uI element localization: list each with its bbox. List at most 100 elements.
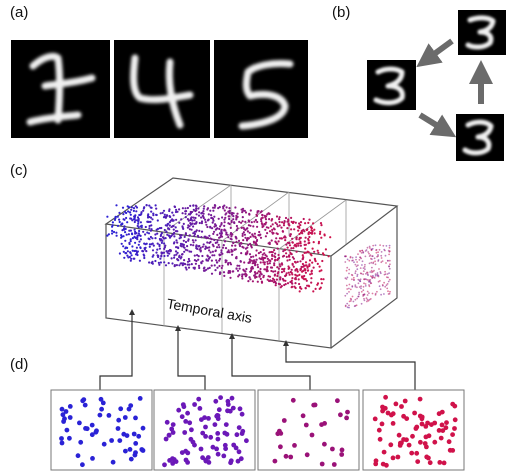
- event-point: [310, 277, 313, 280]
- event-point: [291, 241, 294, 244]
- event-point: [305, 279, 308, 282]
- event-point: [170, 257, 173, 260]
- event-point: [188, 263, 191, 266]
- event-point: [311, 261, 314, 264]
- event-point: [160, 226, 163, 230]
- event-point: [228, 212, 231, 215]
- event-point: [324, 248, 327, 251]
- event-point: [155, 207, 158, 210]
- event-point: [131, 233, 134, 236]
- digit-tile-3-top: [458, 10, 506, 55]
- projection-point: [386, 259, 389, 262]
- temporal-axis-label: Temporal axis: [165, 295, 253, 326]
- projection-point: [386, 283, 389, 285]
- projection-point: [344, 255, 346, 258]
- event-point: [142, 209, 145, 212]
- event-point: [313, 232, 316, 235]
- frame-event-point: [173, 459, 179, 464]
- event-point: [223, 221, 226, 224]
- event-point: [284, 216, 288, 220]
- event-point: [133, 235, 136, 238]
- event-point: [181, 225, 184, 228]
- event-point: [279, 278, 282, 281]
- event-point: [234, 206, 237, 209]
- event-point: [130, 217, 133, 220]
- panel-label-d: (d): [10, 356, 29, 373]
- event-point: [298, 226, 301, 230]
- projection-point: [385, 284, 388, 287]
- projection-point: [345, 269, 348, 272]
- frame-event-point: [64, 427, 70, 433]
- event-point: [232, 212, 235, 215]
- event-point: [235, 224, 238, 228]
- event-point: [262, 276, 265, 279]
- event-point: [313, 228, 316, 231]
- event-point: [197, 235, 200, 238]
- projection-point: [361, 264, 363, 266]
- event-point: [186, 260, 190, 263]
- projection-point: [387, 293, 390, 295]
- projection-point: [388, 259, 391, 262]
- projection-point: [351, 285, 354, 288]
- event-point: [160, 232, 163, 235]
- event-point: [217, 217, 220, 220]
- frame-event-point: [330, 446, 335, 452]
- event-point: [131, 219, 134, 222]
- event-point: [212, 232, 215, 235]
- projection-point: [388, 267, 391, 270]
- frame-event-point: [116, 417, 122, 423]
- projection-point: [358, 291, 360, 294]
- event-point: [148, 224, 151, 228]
- frame-event-point: [396, 432, 402, 438]
- frame-event-point: [185, 460, 191, 465]
- event-point: [272, 270, 275, 273]
- event-point: [304, 286, 307, 290]
- panel-label-b: (b): [332, 4, 351, 21]
- event-point: [165, 250, 168, 253]
- event-point: [161, 239, 164, 242]
- event-point: [151, 249, 155, 252]
- event-point: [157, 255, 160, 259]
- projection-point: [380, 261, 383, 264]
- event-point: [238, 220, 241, 223]
- event-point: [140, 224, 143, 227]
- event-point: [278, 237, 281, 240]
- event-point: [307, 221, 310, 224]
- arrow-center-to-bottom: [418, 112, 457, 138]
- event-point: [259, 277, 262, 280]
- projection-point: [371, 258, 373, 260]
- projection-point: [369, 271, 372, 273]
- event-point: [263, 263, 266, 266]
- projection-point: [353, 261, 355, 264]
- event-point: [280, 271, 284, 274]
- event-point: [137, 219, 140, 222]
- event-point: [274, 221, 277, 224]
- event-point: [190, 263, 193, 266]
- projection-point: [367, 251, 370, 253]
- event-point: [296, 268, 299, 271]
- frame-event-point: [162, 462, 167, 468]
- frame-event-point: [185, 450, 191, 456]
- event-point: [291, 277, 294, 280]
- event-point: [151, 218, 154, 221]
- event-point: [223, 209, 226, 212]
- event-point: [188, 228, 191, 231]
- event-point: [274, 240, 277, 243]
- frame-event-point: [230, 405, 236, 411]
- frame-event-point: [139, 447, 145, 452]
- event-point: [176, 230, 179, 233]
- event-point: [163, 213, 166, 216]
- event-point: [260, 220, 263, 223]
- event-point: [186, 226, 189, 229]
- frame-event-point: [190, 439, 196, 445]
- frame-event-point: [221, 453, 227, 459]
- event-point: [220, 251, 223, 254]
- projection-point: [371, 277, 373, 279]
- event-point: [256, 266, 260, 269]
- event-point: [252, 225, 255, 228]
- event-point: [214, 228, 217, 231]
- event-point: [166, 251, 169, 254]
- frame-event-point: [446, 439, 452, 445]
- event-point: [150, 206, 153, 209]
- projection-point: [386, 287, 389, 290]
